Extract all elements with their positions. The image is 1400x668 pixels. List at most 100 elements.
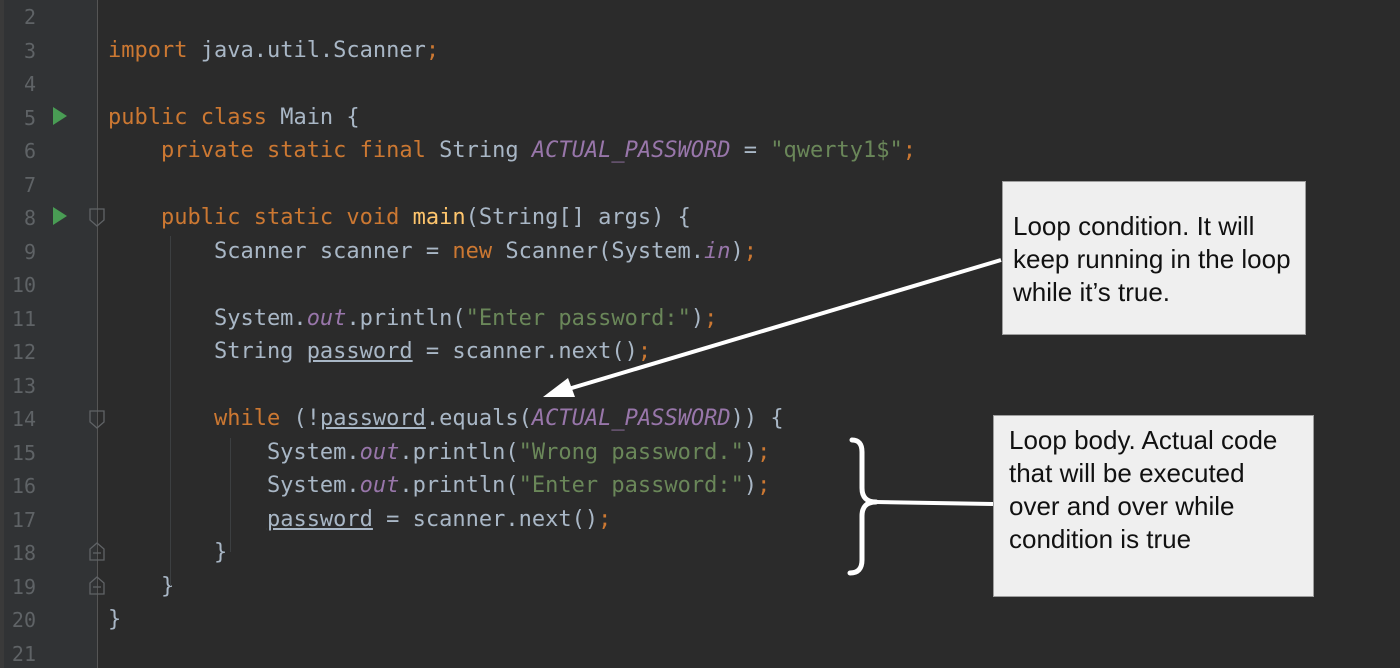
line-number: 2 [23,5,36,29]
code-token: = scanner.next() [372,506,599,532]
code-token: ; [704,305,718,331]
code-token: .println( [399,473,519,498]
code-token: password [306,339,413,364]
code-line[interactable]: while (!password.equals(ACTUAL_PASSWORD)… [108,402,784,436]
code-token: .println( [399,439,519,465]
fold-main-icon[interactable] [89,208,105,227]
line-number: 6 [23,139,36,163]
line-number: 11 [11,306,36,331]
fold-end-main-icon[interactable] [89,576,105,595]
line-number: 19 [11,574,36,599]
line-number: 12 [11,340,36,364]
code-token: out [306,305,347,331]
loop-condition-arrow [543,258,1002,397]
code-token: "Wrong password." [518,439,744,465]
code-token: password [266,506,373,532]
line-number: 8 [23,206,36,230]
code-token: )) { [730,406,784,431]
run-class-icon[interactable] [53,107,67,125]
code-line[interactable]: password = scanner.next(); [108,503,611,537]
code-token: } [108,607,122,632]
code-token: main [412,205,466,230]
code-token: Scanner scanner = [108,238,453,264]
code-token: = scanner.next() [412,339,638,364]
code-token: String [108,339,307,364]
code-token: ) [743,473,758,498]
code-token: .equals( [425,406,532,431]
code-token: private static final [160,138,426,163]
loop-body-brace [847,437,879,576]
line-number-gutter [0,0,98,668]
line-number: 4 [23,72,36,96]
code-token: ; [637,339,652,364]
line-number: 9 [23,239,36,264]
code-token: ) [690,305,705,331]
code-token: = [730,138,771,163]
code-token: in [704,238,731,264]
loop-condition-callout: Loop condition. It will keep running in … [1002,181,1306,335]
code-token: System. [108,473,360,498]
fold-end-while-icon[interactable] [89,542,105,561]
code-line[interactable]: } [108,603,121,637]
line-number: 16 [11,474,36,498]
line-number: 13 [11,373,36,398]
code-line[interactable]: System.out.println("Wrong password."); [108,436,770,470]
code-token: ; [757,439,771,465]
code-token: String [425,138,532,163]
line-number: 21 [11,641,36,666]
code-line[interactable]: public static void main(String[] args) { [108,201,691,235]
code-token: out [359,473,400,498]
indent-guide-method [170,236,171,586]
code-token: ACTUAL_PASSWORD [531,138,731,163]
code-token: ACTUAL_PASSWORD [531,406,731,431]
code-token: "qwerty1$" [770,138,903,163]
loop-body-callout: Loop body. Actual code that will be exec… [993,415,1314,597]
code-token: System. [108,439,360,465]
code-token: System. [108,305,307,331]
code-token: public class [108,104,267,130]
code-line[interactable]: System.out.println("Enter password:"); [108,302,717,336]
code-token: .println( [346,305,466,331]
loop-condition-text: Loop condition. It will keep running in … [1013,211,1291,307]
code-token: (! [280,406,320,431]
code-token: ; [757,473,771,498]
code-token: ; [425,37,440,63]
code-token: while [213,406,281,431]
code-line[interactable]: String password = scanner.next(); [108,335,651,369]
line-number: 18 [11,541,36,565]
code-line[interactable]: Scanner scanner = new Scanner(System.in)… [108,235,757,269]
code-line[interactable]: import java.util.Scanner; [108,34,439,68]
code-token: out [359,439,400,465]
code-line[interactable]: public class Main { [108,101,360,135]
gutter-edge [0,0,4,668]
code-token: ; [598,506,612,532]
code-token: } [108,540,228,565]
code-line[interactable]: } [108,536,227,570]
code-line[interactable]: System.out.println("Enter password:"); [108,469,770,503]
loop-body-connector [875,500,994,506]
line-number: 5 [23,105,36,130]
line-number: 14 [11,407,36,431]
indent-guide-while [230,438,231,552]
fold-while-icon[interactable] [89,410,105,429]
code-token: (String[] args) { [465,205,691,230]
code-token: ) [730,238,744,264]
code-token: ) [743,439,758,465]
code-token: password [319,406,426,431]
line-number: 10 [11,273,36,297]
run-main-icon[interactable] [53,207,67,225]
code-token: "Enter password:" [518,473,744,498]
loop-body-text: Loop body. Actual code that will be exec… [1009,425,1278,554]
line-number: 3 [23,38,36,63]
code-token: Scanner(System. [492,238,705,264]
code-token: Main { [266,104,360,130]
line-number: 7 [23,172,36,197]
code-line[interactable]: private static final String ACTUAL_PASSW… [108,134,916,168]
code-token: import [108,37,188,63]
code-token: java.util.Scanner [187,37,426,63]
line-number: 15 [11,440,36,465]
code-token: public static void [160,205,400,230]
code-token: new [452,238,493,264]
line-number: 17 [11,507,36,532]
